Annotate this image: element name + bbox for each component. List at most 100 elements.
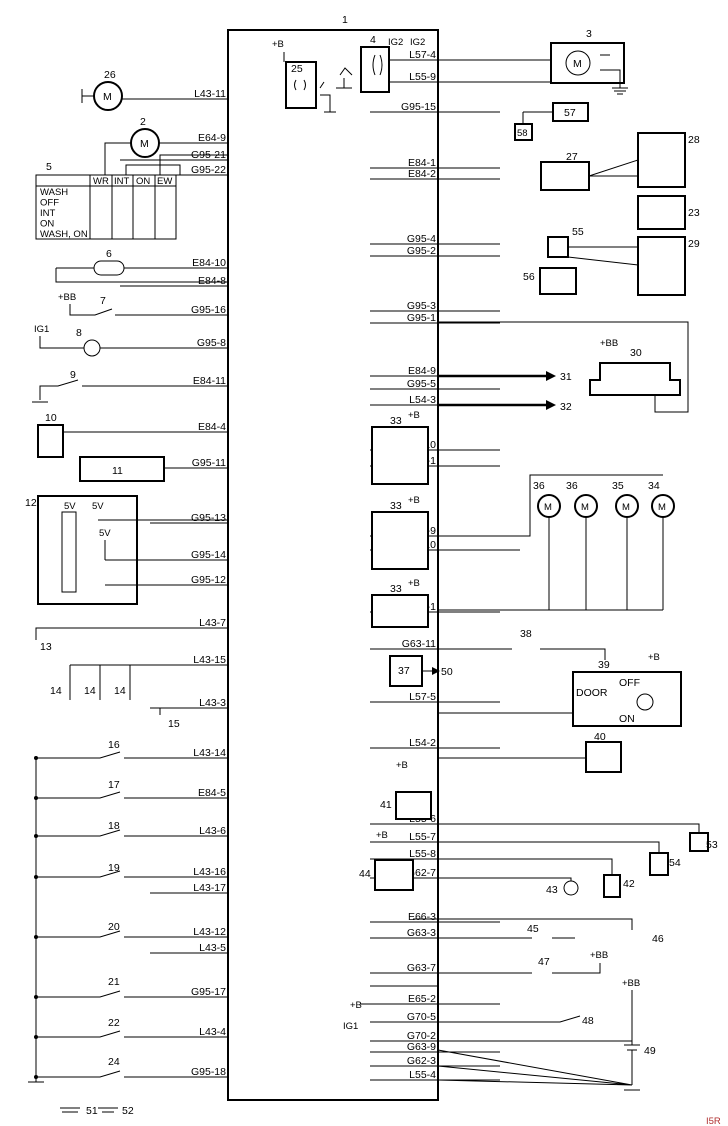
- component-37-box: [389, 655, 423, 687]
- component-11: 11: [112, 465, 123, 477]
- component-30: 30: [630, 347, 642, 359]
- component-2: 2: [140, 116, 146, 128]
- legend-52: 52: [122, 1105, 134, 1117]
- component-48: 48: [582, 1015, 594, 1027]
- component-55: 55: [572, 226, 584, 238]
- component-42: 42: [623, 878, 635, 890]
- pin-left-g95-14: G95-14: [191, 549, 226, 561]
- component-14a: 14: [50, 685, 62, 697]
- plus-bb-49: +BB: [622, 978, 640, 989]
- pin-right-g95-1: G95-1: [407, 312, 436, 324]
- component-12-box: [37, 495, 138, 605]
- component-33a: 33: [390, 415, 402, 427]
- pin-left-e84-8: E84-8: [198, 275, 226, 287]
- motor-26-m: M: [103, 91, 112, 103]
- component-4: 4: [370, 34, 376, 46]
- door-on-label: ON: [619, 713, 635, 725]
- ig1-g70: IG1: [343, 1021, 358, 1032]
- pin-left-g95-22: G95-22: [191, 164, 226, 176]
- pin-right-e66-3: E66-3: [408, 911, 436, 923]
- relay-4-box: [360, 46, 390, 93]
- component-34: 34: [648, 480, 660, 492]
- sensor-5v-c: 5V: [99, 528, 111, 539]
- pin-right-l55-9: L55-9: [409, 71, 436, 83]
- component-10-box: [37, 424, 64, 458]
- pin-right-l55-8: L55-8: [409, 848, 436, 860]
- component-30-connector: [589, 362, 681, 396]
- pin-right-l54-3: L54-3: [409, 394, 436, 406]
- component-37: 37: [398, 665, 410, 677]
- wiper-col-on: ON: [136, 176, 150, 187]
- component-33b: 33: [390, 500, 402, 512]
- component-15: 15: [168, 718, 180, 730]
- pin-left-g95-11: G95-11: [192, 457, 226, 469]
- pin-left-e84-4: E84-4: [198, 421, 226, 433]
- pin-right-g95-4: G95-4: [407, 233, 436, 245]
- door-label: DOOR: [576, 687, 608, 699]
- pin-right-e84-1: E84-1: [408, 157, 436, 169]
- component-57: 57: [564, 107, 576, 119]
- control-unit-label: 1: [342, 14, 348, 26]
- component-38: 38: [520, 628, 532, 640]
- component-22: 22: [108, 1017, 120, 1029]
- component-45: 45: [527, 923, 539, 935]
- component-25: 25: [291, 63, 303, 75]
- pin-left-l43-15: L43-15: [193, 654, 226, 666]
- pin-right-l54-2: L54-2: [409, 737, 436, 749]
- pin-left-e84-5: E84-5: [198, 787, 226, 799]
- pin-right-g63-7: G63-7: [407, 962, 436, 974]
- component-27: 27: [566, 151, 578, 163]
- pin-right-g95-15: G95-15: [401, 101, 436, 113]
- pin-left-g95-17: G95-17: [191, 986, 226, 998]
- pin-right-g63-11: G63-11: [402, 638, 436, 650]
- plus-b-33a: +B: [408, 410, 420, 421]
- component-31: 31: [560, 371, 572, 383]
- sensor-5v-a: 5V: [64, 501, 76, 512]
- component-18: 18: [108, 820, 120, 832]
- pin-left-e84-10: E84-10: [192, 257, 226, 269]
- pin-right-g63-9: G63-9: [407, 1041, 436, 1053]
- component-17: 17: [108, 779, 120, 791]
- bus-switch-3: [36, 870, 150, 878]
- component-58: 58: [517, 128, 528, 139]
- component-35: 35: [612, 480, 624, 492]
- wiper-col-ew: EW: [157, 176, 172, 187]
- component-40: 40: [594, 731, 606, 743]
- relay-33c-box: [371, 594, 429, 628]
- motor-34-m: M: [658, 502, 666, 513]
- wiper-row-4: WASH, ON: [40, 229, 88, 240]
- component-54: 54: [669, 857, 681, 869]
- component-55-box: [547, 236, 569, 258]
- component-6-symbol: [93, 260, 125, 276]
- bus-switch-2: [36, 829, 150, 837]
- component-13: 13: [40, 641, 52, 653]
- wiper-col-wr: WR: [93, 176, 109, 187]
- component-50: 50: [441, 666, 453, 678]
- component-40-box: [585, 741, 622, 773]
- relay-41-box: [395, 791, 432, 820]
- component-49: 49: [644, 1045, 656, 1057]
- component-23-box: [637, 195, 686, 230]
- plus-b-25: +B: [272, 39, 284, 50]
- pin-left-g95-12: G95-12: [191, 574, 226, 586]
- relay-25-box: [285, 61, 317, 109]
- pin-left-l43-5: L43-5: [199, 942, 226, 954]
- component-14b: 14: [84, 685, 96, 697]
- pin-right-e65-2: E65-2: [408, 993, 436, 1005]
- relay-33a-box: [371, 426, 429, 485]
- pin-right-g62-7: G62-7: [407, 867, 436, 879]
- component-23: 23: [688, 207, 700, 219]
- component-5: 5: [46, 161, 52, 173]
- pin-left-l43-17: L43-17: [193, 882, 226, 894]
- wiper-col-int: INT: [114, 176, 130, 187]
- pin-left-l43-12: L43-12: [193, 926, 226, 938]
- pin-right-g70-5: G70-5: [407, 1011, 436, 1023]
- component-24: 24: [108, 1056, 120, 1068]
- component-33c: 33: [390, 583, 402, 595]
- component-36b: 36: [566, 480, 578, 492]
- ig2-label-b: IG2: [410, 37, 425, 48]
- plus-bb-47: +BB: [590, 950, 608, 961]
- wiper-row-2: INT: [40, 208, 56, 219]
- legend-51: 51: [86, 1105, 98, 1117]
